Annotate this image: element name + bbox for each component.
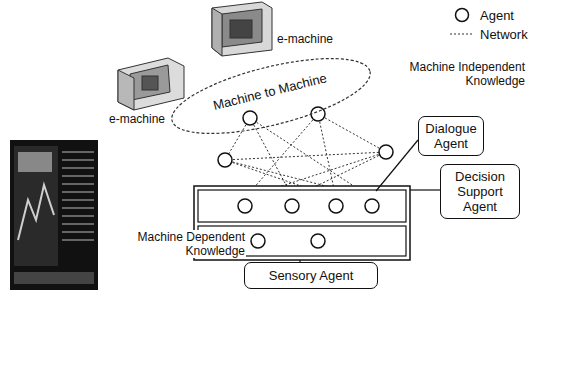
node-text-group: Sensory Agent [269, 268, 354, 283]
node-label: Decision Support Agent [445, 169, 515, 214]
leader-lines [300, 140, 440, 262]
agent-box: Decision Support Agent [440, 164, 520, 219]
node-label: Dialogue Agent [423, 121, 479, 151]
agent-box: Sensory Agent [244, 262, 378, 289]
legend-item: Network [450, 26, 528, 42]
node-label: Machine to Machine [212, 70, 329, 113]
legend-swatch [450, 26, 474, 42]
node-text-group: Decision Support Agent [445, 169, 515, 214]
knowledge-label: Machine Independent Knowledge [396, 60, 526, 88]
node-text-group: Dialogue Agent [423, 121, 479, 151]
machine-icon [118, 58, 184, 110]
machine-label: e-machine [276, 32, 334, 46]
legend-label: Network [480, 27, 528, 42]
legend-item: Agent [450, 7, 514, 23]
knowledge-label: Machine Dependent Knowledge [110, 230, 246, 258]
knowledge-band [198, 190, 406, 222]
ellipse-shape [165, 43, 377, 149]
legend-agent-symbol [456, 9, 469, 22]
node-text-group: Machine to Machine [214, 80, 328, 113]
agent-box: Dialogue Agent [418, 116, 484, 156]
legend-label: Agent [480, 8, 514, 23]
legend-network-symbol [450, 33, 474, 34]
legend-swatch [450, 7, 474, 23]
node-label: Sensory Agent [269, 268, 354, 283]
machine-label: e-machine [108, 112, 166, 126]
monitor-screen [10, 140, 98, 290]
machine-icon [212, 2, 272, 56]
agent-circles [218, 107, 393, 248]
network-ellipse: Machine to Machine [164, 42, 378, 150]
